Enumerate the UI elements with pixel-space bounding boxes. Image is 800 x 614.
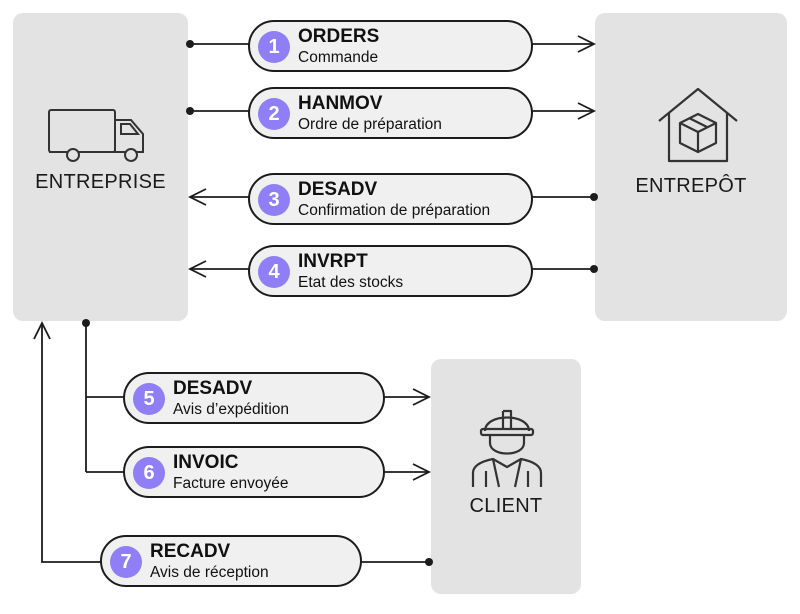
truck-icon — [48, 109, 144, 162]
client-label: CLIENT — [469, 495, 543, 517]
message-pill-hanmov: 2 HANMOV Ordre de préparation — [248, 87, 533, 139]
message-description: Facture envoyée — [173, 475, 289, 492]
entreprise-node: ENTREPRISE — [13, 13, 188, 321]
message-pill-invrpt: 4 INVRPT Etat des stocks — [248, 245, 533, 297]
warehouse-box-icon — [658, 87, 738, 163]
message-pill-recadv: 7 RECADV Avis de réception — [100, 535, 362, 587]
message-description: Etat des stocks — [298, 274, 404, 291]
message-pill-orders: 1 ORDERS Commande — [248, 20, 533, 72]
message-description: Avis de réception — [150, 564, 269, 581]
step-badge: 6 — [133, 457, 165, 489]
message-code: INVRPT — [298, 251, 368, 272]
step-badge: 4 — [258, 256, 290, 288]
message-code: DESADV — [173, 378, 253, 399]
message-description: Confirmation de préparation — [298, 202, 491, 219]
client-node: CLIENT — [431, 359, 581, 594]
worker-hardhat-icon — [471, 409, 543, 488]
step-badge: 5 — [133, 383, 165, 415]
message-pill-desadv-expedition: 5 DESADV Avis d’expédition — [123, 372, 385, 424]
message-code: RECADV — [150, 541, 231, 562]
message-pill-desadv-confirmation: 3 DESADV Confirmation de préparation — [248, 173, 533, 225]
step-badge: 1 — [258, 31, 290, 63]
message-pill-invoic: 6 INVOIC Facture envoyée — [123, 446, 385, 498]
entreprise-label: ENTREPRISE — [35, 171, 166, 193]
message-description: Avis d’expédition — [173, 401, 290, 418]
message-code: ORDERS — [298, 26, 380, 47]
message-code: DESADV — [298, 179, 378, 200]
message-code: INVOIC — [173, 452, 239, 473]
step-badge: 2 — [258, 98, 290, 130]
message-description: Commande — [298, 49, 379, 66]
entrepot-node: ENTREPÔT — [595, 13, 787, 321]
step-badge: 3 — [258, 184, 290, 216]
message-code: HANMOV — [298, 93, 383, 114]
message-description: Ordre de préparation — [298, 116, 442, 133]
step-badge: 7 — [110, 546, 142, 578]
entrepot-label: ENTREPÔT — [635, 175, 747, 197]
